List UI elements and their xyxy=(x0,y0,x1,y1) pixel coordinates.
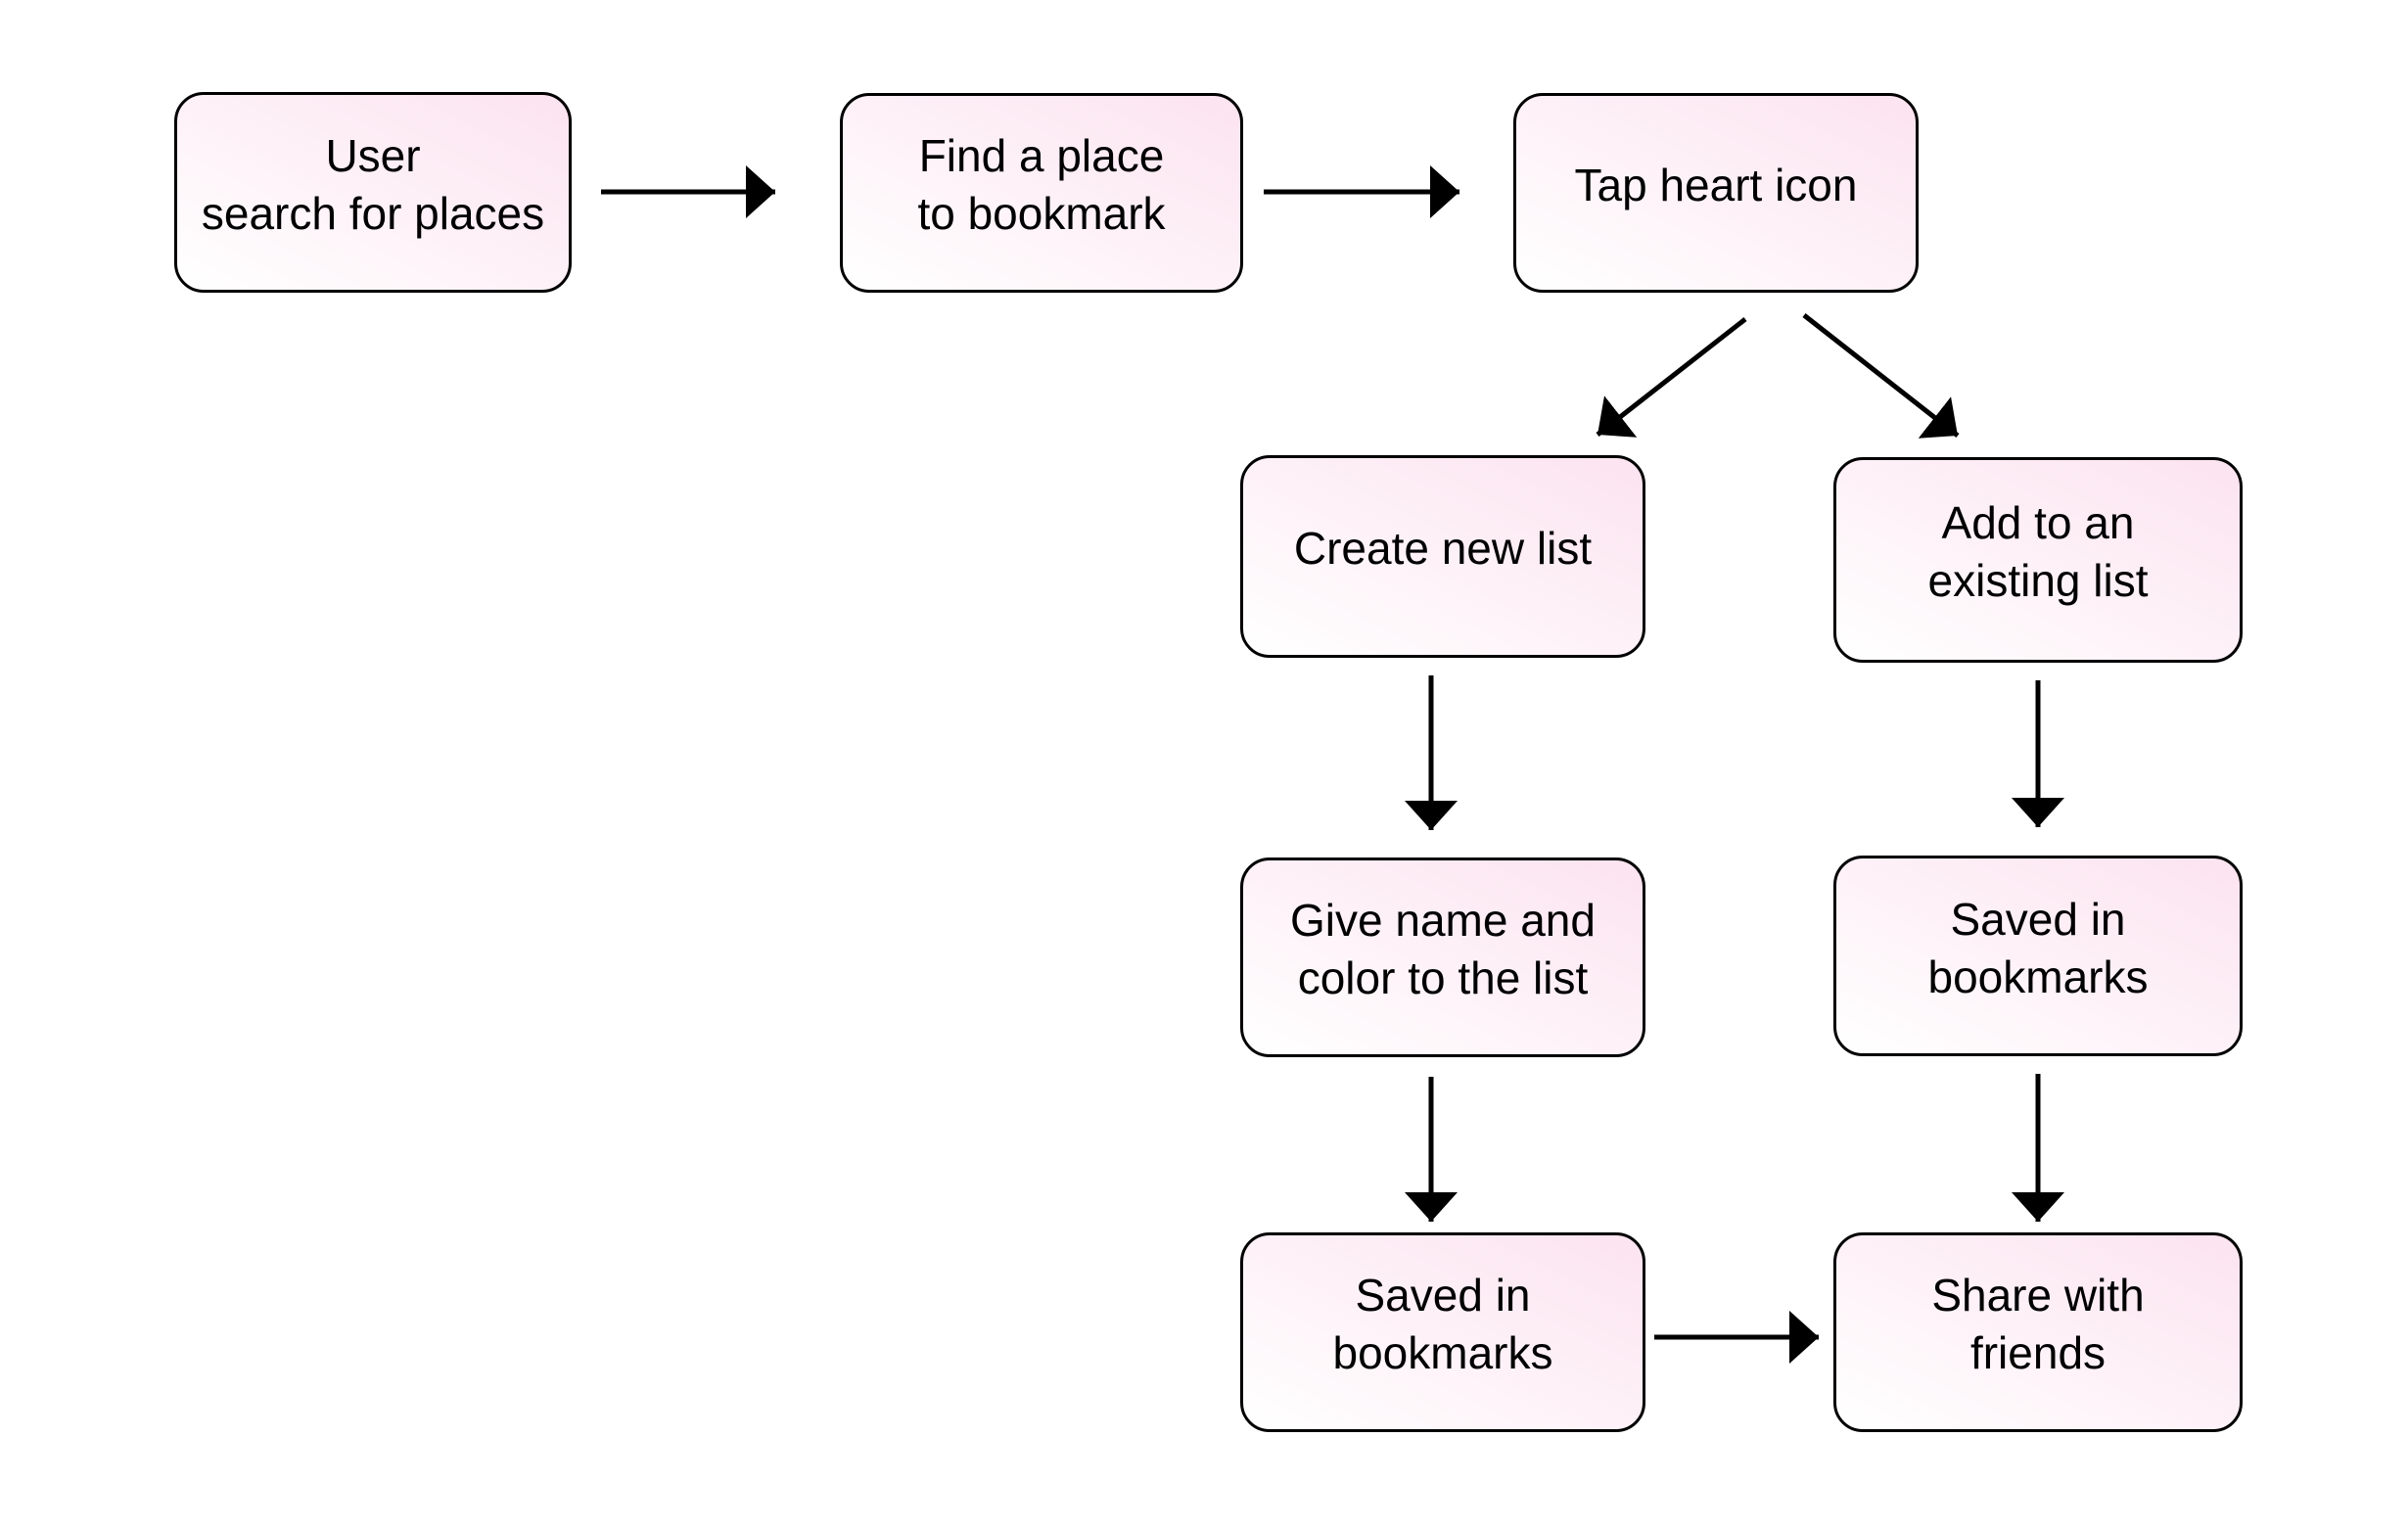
flow-node-user-search: User search for places xyxy=(174,92,572,293)
flow-node-find-place: Find a place to bookmark xyxy=(840,93,1243,293)
arrow-tap-to-add xyxy=(1802,313,1960,439)
flow-node-saved-bookmarks-right: Saved in bookmarks xyxy=(1833,856,2243,1056)
flow-node-create-list: Create new list xyxy=(1240,455,1645,658)
flow-node-saved-bookmarks-left: Saved in bookmarks xyxy=(1240,1232,1645,1432)
flow-node-give-name-color: Give name and color to the list xyxy=(1240,858,1645,1057)
flow-node-share-friends: Share with friends xyxy=(1833,1232,2243,1432)
flow-node-tap-heart: Tap heart icon xyxy=(1513,93,1919,293)
flow-node-add-existing: Add to an existing list xyxy=(1833,457,2243,663)
arrow-tap-to-create xyxy=(1596,317,1747,438)
